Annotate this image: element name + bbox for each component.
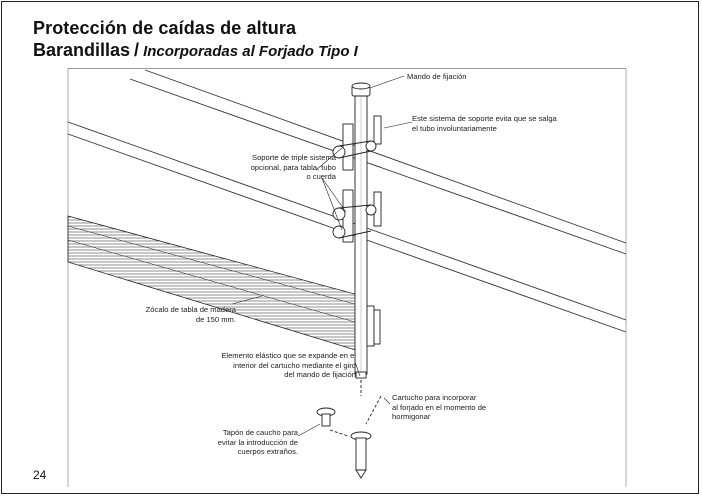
embedded-cartridge: [350, 395, 382, 479]
callout-toe-board: Zócalo de tabla de madera de 150 mm.: [145, 305, 236, 324]
leader-lines: [231, 75, 413, 437]
callout-elastic-element: Elemento elástico que se expande en el i…: [221, 351, 356, 379]
page-subtitle: Barandillas/Incorporadas al Forjado Tipo…: [33, 40, 358, 61]
frame-lines: [67, 68, 627, 487]
subtitle-detail: Incorporadas al Forjado Tipo I: [143, 43, 358, 60]
post-bottom: [355, 371, 367, 396]
subtitle-main: Barandillas: [33, 40, 131, 60]
upper-support-bracket: [332, 115, 382, 171]
page-number: 24: [33, 468, 47, 482]
rubber-cap: [316, 407, 349, 437]
callout-triple-support: Soporte de triple sistema opcional, para…: [250, 153, 336, 181]
callout-cartridge: Cartucho para incorporar al forjado en e…: [392, 393, 487, 421]
top-rail-tube: [129, 69, 627, 255]
callout-support-system: Este sistema de soporte evita que se sal…: [412, 114, 557, 133]
middle-support-bracket: [332, 189, 382, 243]
page-title: Protección de caídas de altura: [33, 18, 297, 38]
callout-rubber-cap: Tapón de caucho para evitar la introducc…: [217, 428, 298, 456]
callout-fixing-knob: Mando de fijación: [407, 72, 467, 81]
header-rule: [68, 68, 626, 69]
subtitle-separator: /: [134, 40, 140, 60]
board-clamp: [366, 305, 381, 347]
fixing-knob: [351, 82, 371, 97]
toe-board-plank: [67, 215, 363, 353]
